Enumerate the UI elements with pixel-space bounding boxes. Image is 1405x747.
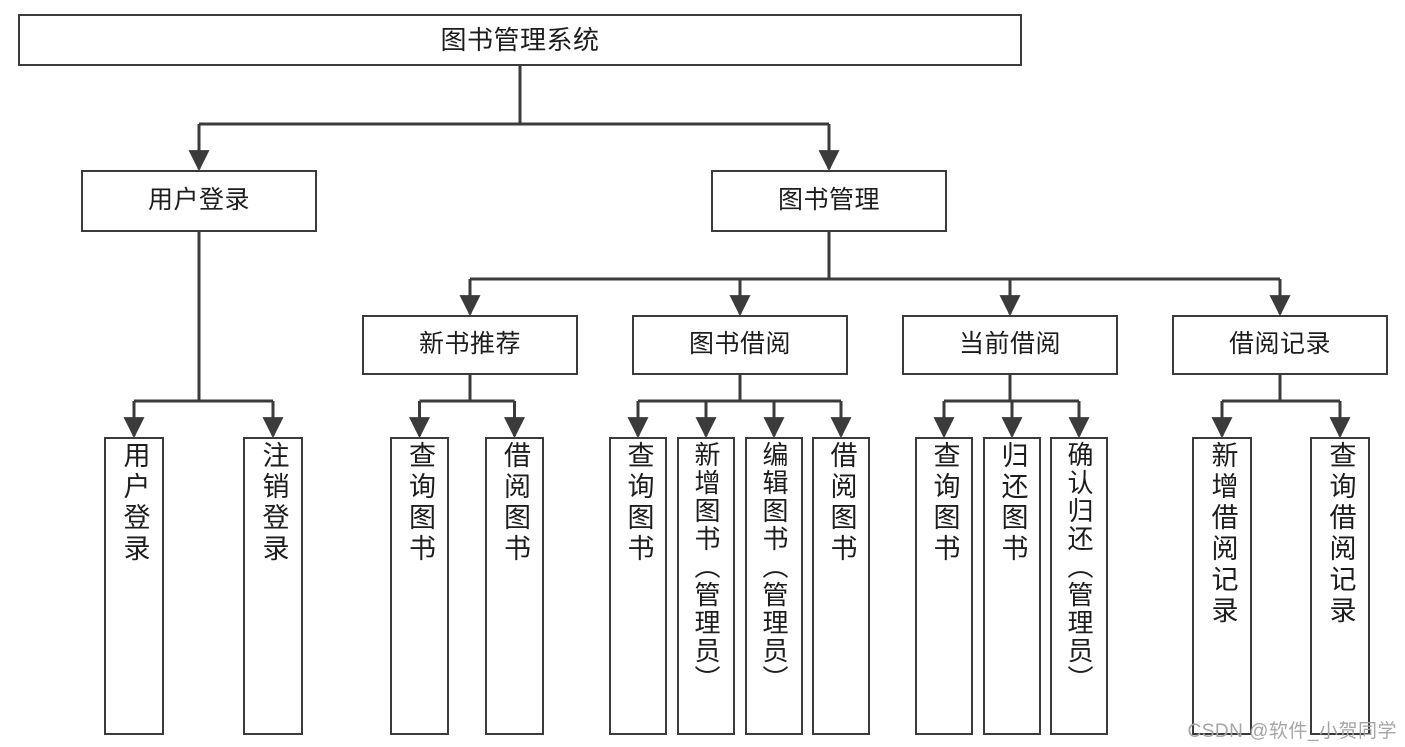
node-leaf-logout[interactable]: 注销登录 — [243, 437, 303, 735]
node-leaf-query-book-2[interactable]: 查询图书 — [609, 437, 667, 735]
node-leaf-user-login-label: 用户登录 — [119, 441, 150, 565]
node-leaf-return-book[interactable]: 归还图书 — [983, 437, 1041, 735]
node-leaf-query-record-label: 查询借阅记录 — [1325, 441, 1356, 627]
node-leaf-query-book-3-label: 查询图书 — [929, 441, 960, 565]
node-leaf-add-book[interactable]: 新增图书（管理员） — [677, 437, 735, 735]
node-leaf-borrow-book-2[interactable]: 借阅图书 — [812, 437, 870, 735]
node-leaf-add-record[interactable]: 新增借阅记录 — [1192, 437, 1252, 735]
node-current-borrow[interactable]: 当前借阅 — [902, 315, 1118, 375]
node-borrow-record[interactable]: 借阅记录 — [1172, 315, 1388, 375]
node-leaf-query-book-1[interactable]: 查询图书 — [390, 437, 449, 735]
node-new-book-recommend-label: 新书推荐 — [418, 330, 521, 359]
node-leaf-confirm-return[interactable]: 确认归还（管理员） — [1050, 437, 1108, 735]
node-book-manage-label: 图书管理 — [777, 186, 880, 215]
node-book-borrow-label: 图书借阅 — [688, 330, 791, 359]
node-leaf-query-book-1-label: 查询图书 — [405, 441, 435, 565]
node-root[interactable]: 图书管理系统 — [18, 14, 1022, 66]
node-root-label: 图书管理系统 — [440, 24, 600, 55]
node-book-borrow[interactable]: 图书借阅 — [632, 315, 848, 375]
node-leaf-borrow-book-1[interactable]: 借阅图书 — [485, 437, 544, 735]
node-book-manage[interactable]: 图书管理 — [711, 170, 947, 232]
node-leaf-logout-label: 注销登录 — [258, 441, 289, 565]
node-leaf-edit-book[interactable]: 编辑图书（管理员） — [745, 437, 803, 735]
node-leaf-return-book-label: 归还图书 — [997, 441, 1028, 565]
node-user-login[interactable]: 用户登录 — [81, 170, 317, 232]
node-borrow-record-label: 借阅记录 — [1228, 330, 1331, 359]
node-leaf-add-record-label: 新增借阅记录 — [1207, 441, 1238, 627]
node-leaf-confirm-return-label: 确认归还（管理员） — [1064, 441, 1094, 693]
node-leaf-add-book-label: 新增图书（管理员） — [691, 441, 721, 693]
node-leaf-query-record[interactable]: 查询借阅记录 — [1310, 437, 1370, 735]
node-user-login-label: 用户登录 — [147, 186, 250, 215]
node-new-book-recommend[interactable]: 新书推荐 — [362, 315, 578, 375]
node-leaf-query-book-2-label: 查询图书 — [623, 441, 654, 565]
node-leaf-query-book-3[interactable]: 查询图书 — [915, 437, 973, 735]
node-current-borrow-label: 当前借阅 — [958, 330, 1061, 359]
node-leaf-user-login[interactable]: 用户登录 — [104, 437, 164, 735]
node-leaf-edit-book-label: 编辑图书（管理员） — [759, 441, 789, 693]
node-leaf-borrow-book-1-label: 借阅图书 — [500, 441, 530, 565]
watermark-text: CSDN @软件_小贺同学 — [1187, 721, 1397, 742]
node-leaf-borrow-book-2-label: 借阅图书 — [826, 441, 857, 565]
